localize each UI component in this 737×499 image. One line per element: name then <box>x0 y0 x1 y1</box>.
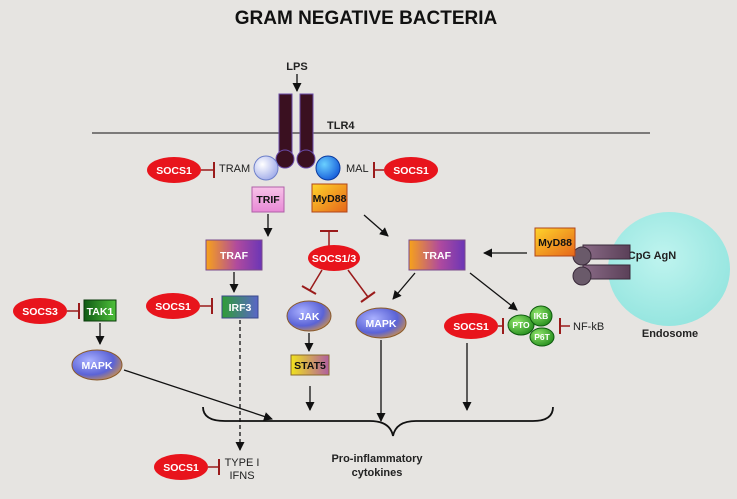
mapk-center-oval <box>355 307 407 339</box>
ikb-label: IKB <box>534 311 549 321</box>
tram-sphere <box>253 155 279 181</box>
lps-label: LPS <box>286 61 307 73</box>
socs1-irf3: SOCS1 <box>146 293 200 319</box>
arrow-traf-nfkb-complex <box>469 272 518 311</box>
arrow-myd88-traf <box>363 214 389 237</box>
socs1-mal-label: SOCS1 <box>393 165 429 177</box>
inhibit-line-mapk <box>347 269 369 298</box>
traf-left-label: TRAF <box>220 250 249 262</box>
tlr4-receptor <box>275 93 316 169</box>
socs1-tram: SOCS1 <box>147 157 201 183</box>
irf3-box <box>221 295 259 319</box>
traf-right-label: TRAF <box>423 250 452 262</box>
traf-left-box <box>205 239 263 271</box>
traf-right-box <box>408 239 466 271</box>
socs1-mal: SOCS1 <box>384 157 438 183</box>
pto-label: PTO <box>512 320 530 330</box>
endosome-label: Endosome <box>642 328 698 340</box>
pto-oval <box>507 314 535 336</box>
inhibit-bar-jak <box>301 285 317 295</box>
inhibit-line-jak <box>309 269 323 291</box>
socs1-tram-label: SOCS1 <box>156 165 192 177</box>
nfkb-label: NF-kB <box>573 321 604 333</box>
irf3-label: IRF3 <box>229 302 252 314</box>
tak1-label: TAK1 <box>87 306 114 318</box>
socs1-nfkb-label: SOCS1 <box>453 321 489 333</box>
myd88-box <box>311 183 348 213</box>
ifns-line2: IFNS <box>229 470 254 482</box>
endosome <box>608 212 730 326</box>
trif-label: TRIF <box>256 194 280 206</box>
arrow-mapk-left-cytokines <box>123 369 273 421</box>
trif-box <box>251 186 285 213</box>
arrow-traf-mapk <box>392 272 416 300</box>
socs3-label: SOCS3 <box>22 306 58 318</box>
socs1-ifns-label: SOCS1 <box>163 462 199 474</box>
cytokines-line1: Pro-inflammatory <box>331 453 423 465</box>
mal-label: MAL <box>346 163 369 175</box>
cytokine-brace <box>202 406 554 437</box>
myd88-label: MyD88 <box>313 193 347 205</box>
tram-label: TRAM <box>219 163 250 175</box>
ikb-oval <box>529 305 553 327</box>
tak1-box <box>83 299 117 322</box>
ifns-line1: TYPE I <box>225 457 260 469</box>
mapk-center-label: MAPK <box>366 318 397 330</box>
myd88-endosome-box <box>534 227 576 257</box>
stat5-box <box>290 354 330 376</box>
diagram-title: GRAM NEGATIVE BACTERIA <box>235 8 498 29</box>
mapk-left-oval <box>71 349 123 381</box>
cytokines-line2: cytokines <box>352 467 403 479</box>
stat5-label: STAT5 <box>294 360 326 372</box>
endosome-receptor <box>572 244 631 286</box>
jak-oval <box>286 300 332 332</box>
socs13-label: SOCS1/3 <box>312 253 357 265</box>
p6t-oval <box>529 327 555 347</box>
cpg-label: CpG AgN <box>628 250 677 262</box>
tlr4-label: TLR4 <box>327 120 355 132</box>
p6t-label: P6T <box>534 332 550 342</box>
mapk-left-label: MAPK <box>82 360 113 372</box>
socs3-tak1: SOCS3 <box>13 298 67 324</box>
jak-label: JAK <box>298 311 319 323</box>
inhibit-bar-mapk <box>360 291 376 303</box>
socs1-ifns: SOCS1 <box>154 454 208 480</box>
mal-sphere <box>315 155 341 181</box>
socs1-irf3-label: SOCS1 <box>155 301 191 313</box>
socs13-center: SOCS1/3 <box>308 245 360 271</box>
myd88-endosome-label: MyD88 <box>538 237 572 249</box>
socs1-nfkb: SOCS1 <box>444 313 498 339</box>
